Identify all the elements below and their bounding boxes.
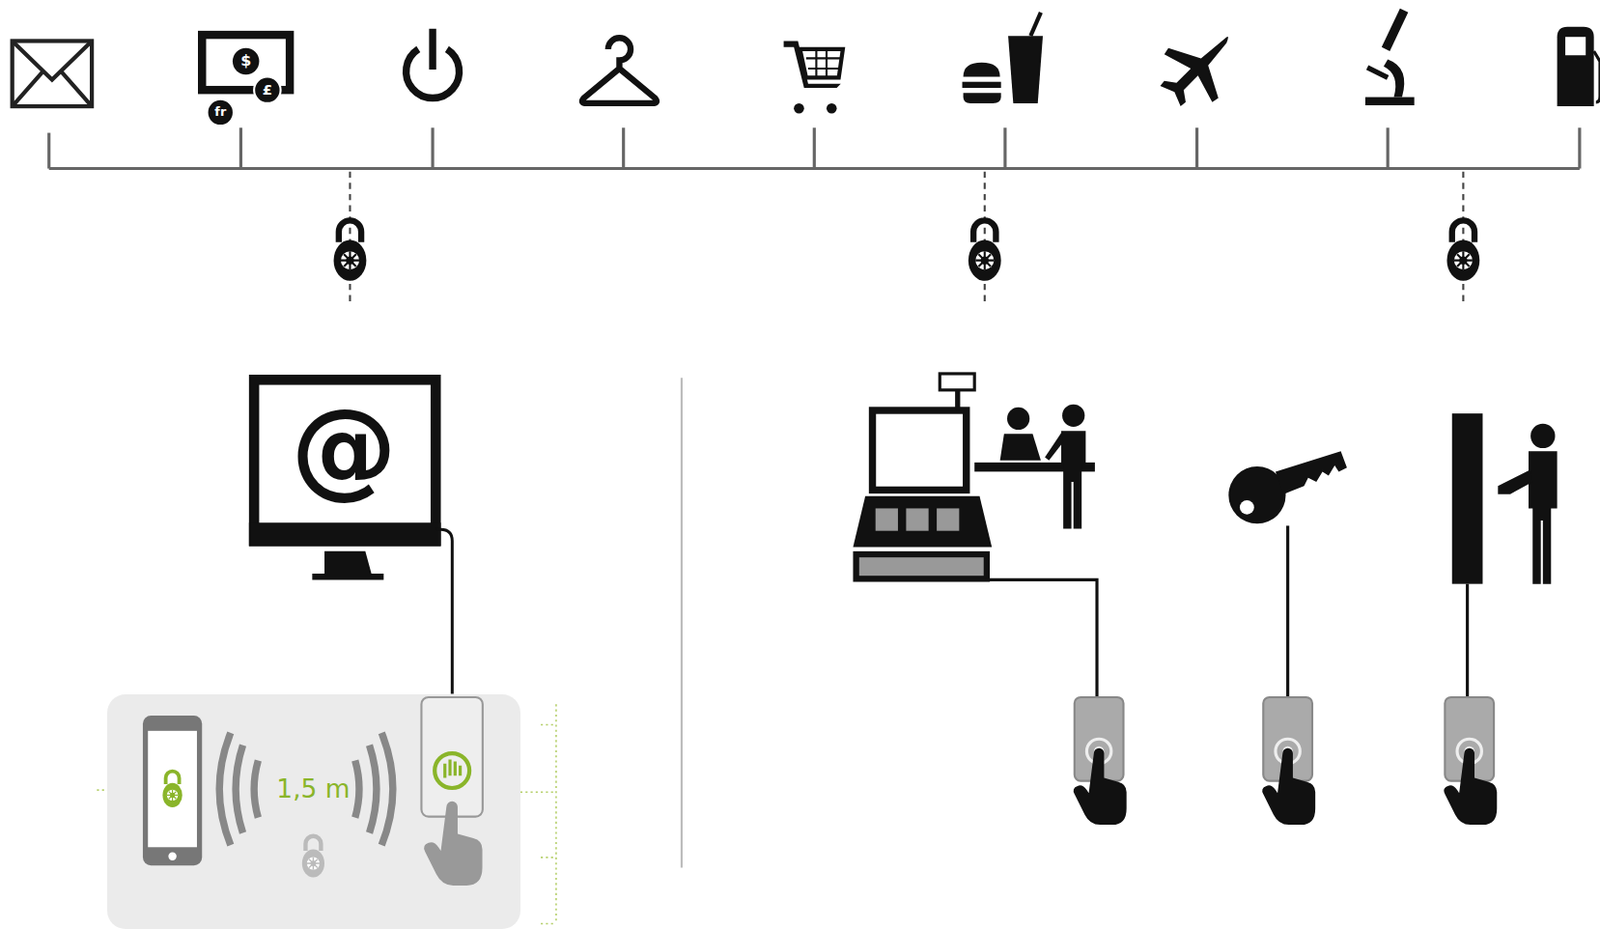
hanger-icon xyxy=(582,37,657,104)
money-icon xyxy=(201,34,290,126)
cable-connector xyxy=(435,529,452,694)
phone xyxy=(142,715,202,866)
currency-symbol: $ xyxy=(240,53,252,69)
turnstile xyxy=(1452,413,1558,584)
timeline xyxy=(49,127,1580,169)
monitor xyxy=(249,379,442,580)
monitor-screen: @ xyxy=(253,379,436,546)
microscope-icon xyxy=(1365,8,1415,106)
pointer-hands xyxy=(1073,748,1498,825)
dashed-drops xyxy=(349,171,1463,307)
node-text: @ xyxy=(290,395,397,503)
cart-icon xyxy=(784,40,843,113)
key-icon xyxy=(1228,450,1348,524)
currency-symbol: fr xyxy=(214,106,226,119)
lock-icons xyxy=(334,220,1481,281)
panel-lock xyxy=(302,836,325,878)
separator xyxy=(680,377,683,868)
reader-wires xyxy=(985,525,1468,700)
food-icon xyxy=(962,12,1043,104)
cash-register xyxy=(852,373,1095,583)
envelope-icon xyxy=(12,40,92,107)
power-icon xyxy=(406,28,460,99)
currency-symbol: £ xyxy=(262,83,273,98)
node-text: 1,5 m xyxy=(276,776,350,802)
web-reader xyxy=(421,697,482,886)
fuel-pump-icon xyxy=(1557,27,1600,107)
signal-waves xyxy=(219,732,393,845)
plane-icon xyxy=(1160,36,1229,107)
